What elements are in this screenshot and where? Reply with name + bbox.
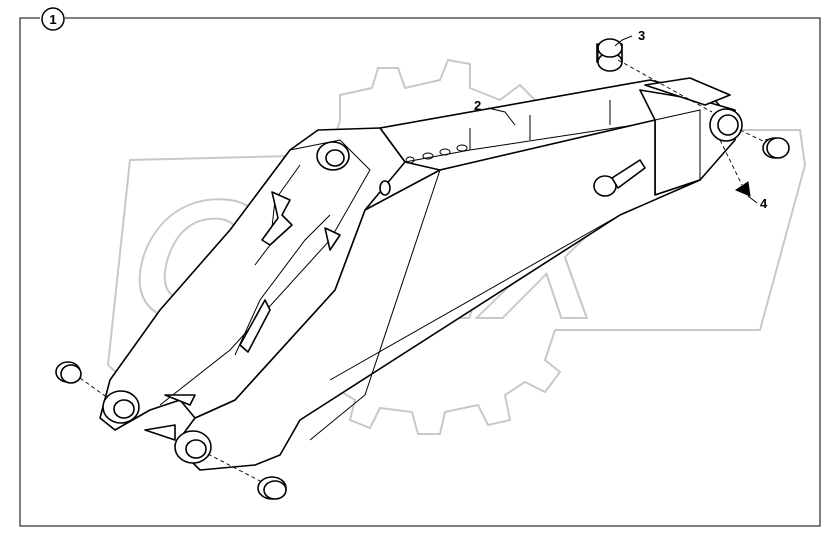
callout-part-2: 2 — [474, 98, 481, 113]
callout-part-3: 3 — [638, 28, 645, 43]
diagram-border — [19, 17, 821, 527]
boom-assembly — [99, 77, 743, 471]
bushing-left — [55, 361, 82, 384]
frame-callout-label: 1 — [49, 12, 56, 27]
leader-lines — [487, 35, 758, 204]
bushing-right — [762, 137, 790, 159]
callout-part-4: 4 — [760, 196, 768, 211]
frame-callout: 1 — [41, 7, 65, 31]
grease-nipple-marker — [734, 181, 751, 197]
bushing-bottom — [257, 476, 287, 500]
bushing-top — [596, 38, 623, 72]
assembly-axes — [79, 59, 766, 483]
